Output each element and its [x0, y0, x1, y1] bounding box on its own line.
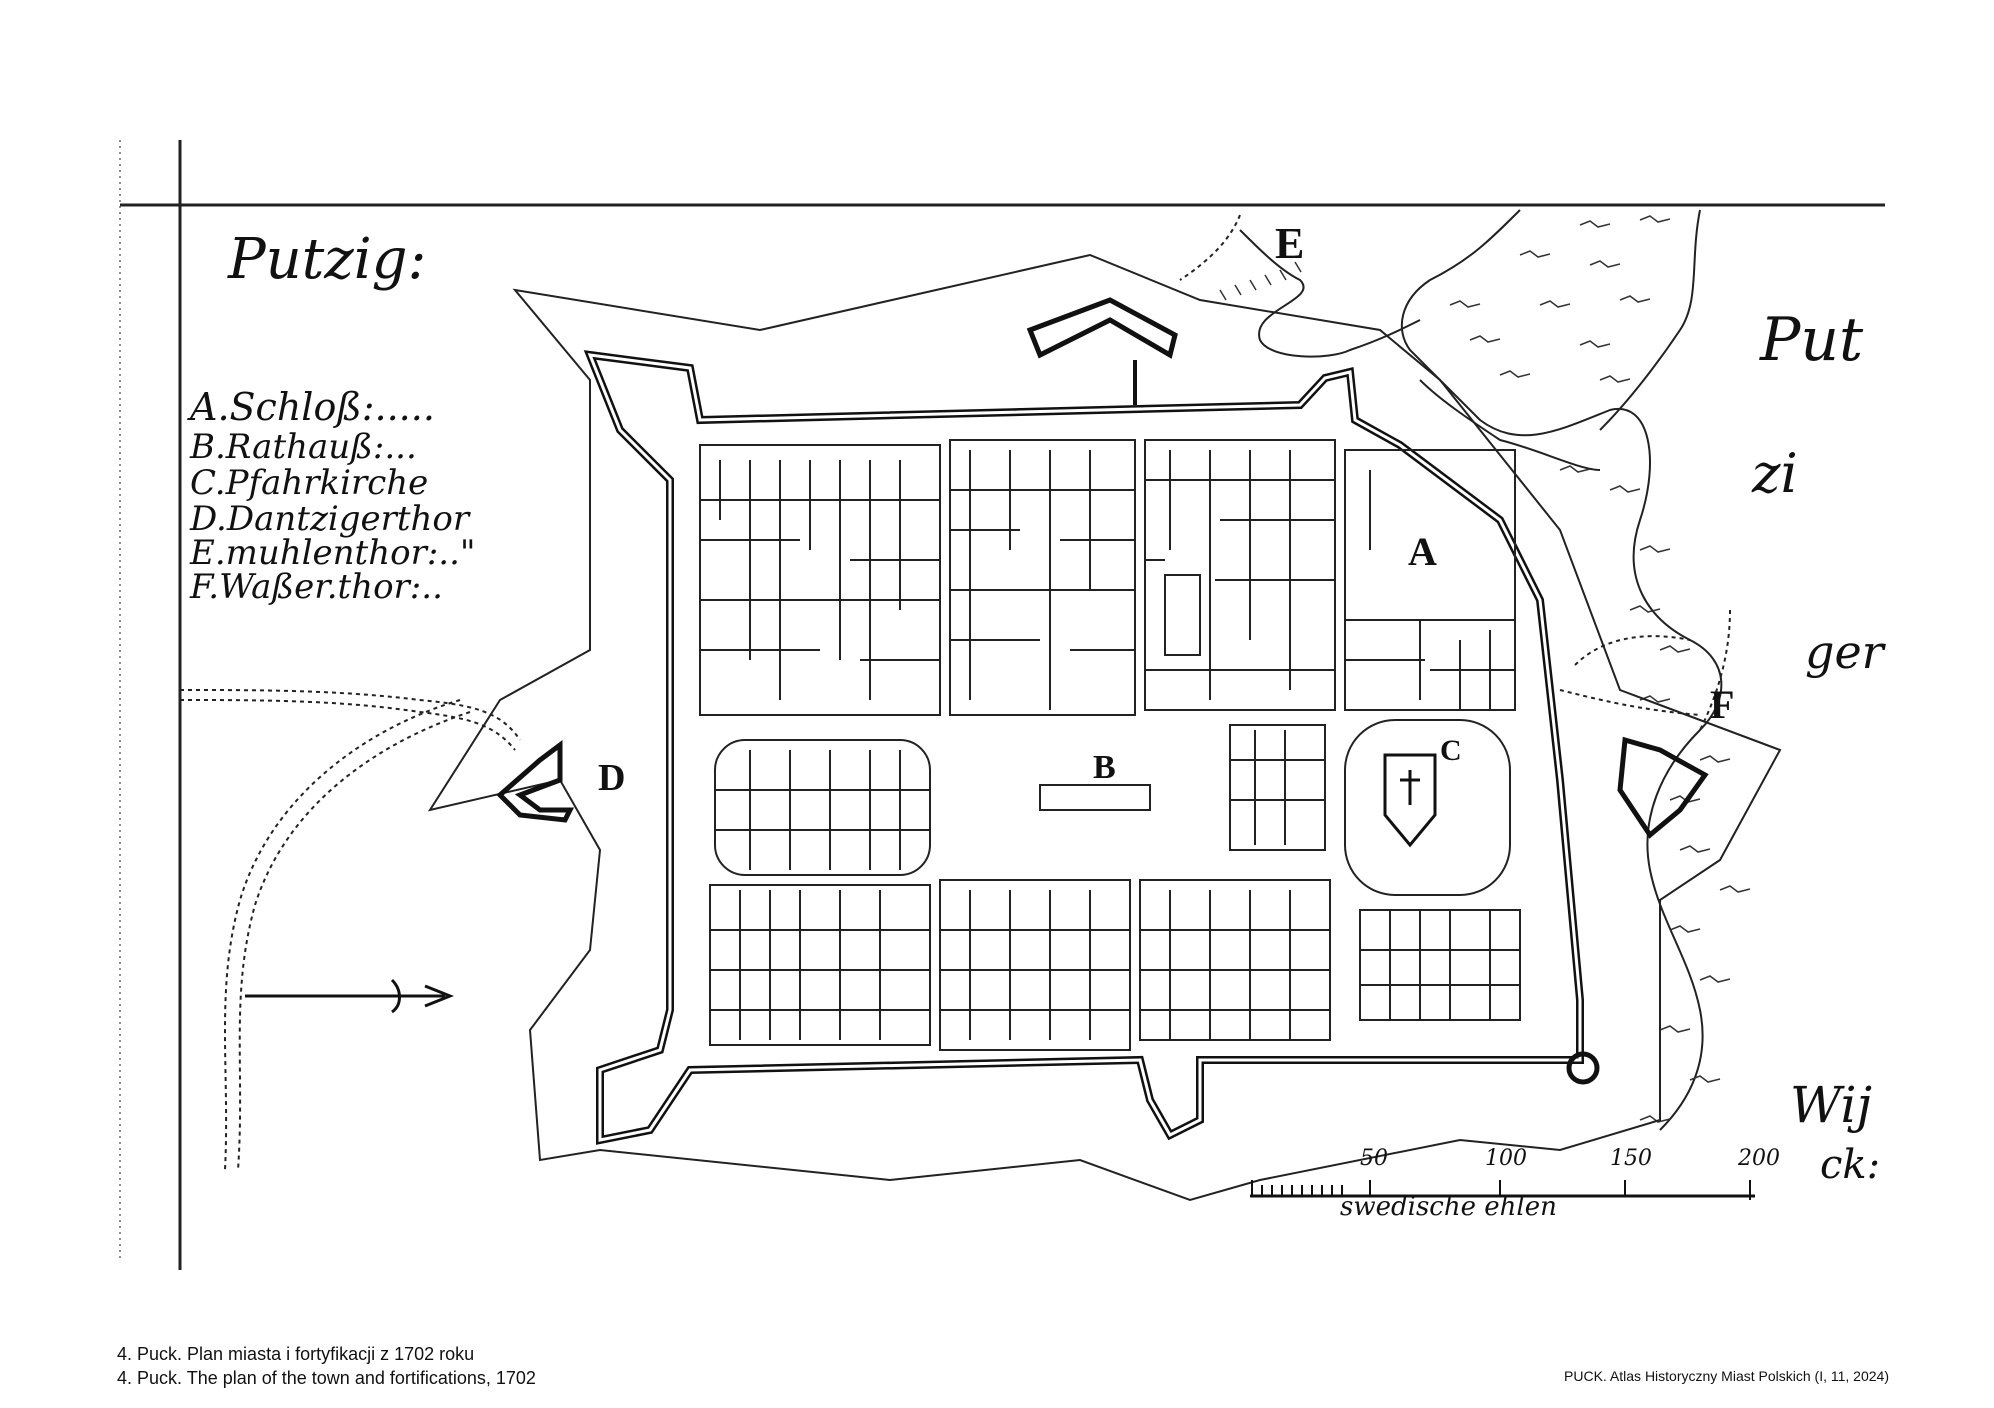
scale-unit: swedische ehlen	[1340, 1192, 1557, 1222]
legend-item-d: D.Dantzigerthor	[189, 499, 471, 539]
marsh-hatching	[1219, 215, 1751, 1123]
fortress-walls	[496, 297, 1709, 1145]
roads	[179, 214, 1731, 1171]
bay-water	[1239, 209, 1723, 1131]
scale-tick-200: 200	[1737, 1146, 1780, 1171]
scale-labels: 50 100 150 200 swedische ehlen	[1340, 1146, 1780, 1222]
bay-label: Put zi ger Wij ck:	[1751, 305, 1887, 1188]
marker-f: F	[1710, 682, 1734, 727]
map-legend: A.Schloß:..... B.Rathauß:... C.Pfahrkirc…	[187, 385, 476, 607]
bay-label-line-1: Put	[1759, 305, 1864, 375]
legend-item-e: E.muhlenthor:.."	[189, 533, 476, 573]
atlas-credit: PUCK. Atlas Historyczny Miast Polskich (…	[1564, 1368, 1889, 1384]
city-blocks	[699, 439, 1521, 1051]
orientation-arrow	[245, 978, 455, 1014]
marker-b: B	[1093, 749, 1116, 786]
scale-tick-50: 50	[1360, 1146, 1388, 1171]
caption-english: 4. Puck. The plan of the town and fortif…	[117, 1368, 536, 1388]
bay-label-line-2: zi	[1751, 442, 1798, 505]
scale-bar	[1250, 1180, 1755, 1200]
bay-label-line-3: ger	[1805, 625, 1887, 679]
bay-label-line-5: ck:	[1820, 1142, 1880, 1188]
legend-item-c: C.Pfahrkirche	[190, 463, 428, 503]
glacis-outline	[427, 253, 1782, 1202]
map-frame	[119, 140, 1885, 1270]
marker-a: A	[1408, 529, 1437, 574]
caption-polish: 4. Puck. Plan miasta i fortyfikacji z 17…	[117, 1344, 475, 1364]
legend-item-a: A.Schloß:.....	[187, 385, 435, 429]
map-markers: A B C D E F	[598, 219, 1734, 799]
church-symbol	[1383, 753, 1437, 848]
legend-item-b: B.Rathauß:...	[189, 427, 417, 467]
marker-c: C	[1440, 734, 1462, 767]
scale-tick-100: 100	[1485, 1146, 1527, 1171]
marker-d: D	[598, 757, 625, 799]
marker-e: E	[1275, 219, 1304, 268]
legend-item-f: F.Waßer.thor:..	[189, 567, 443, 607]
bay-label-line-4: Wij	[1790, 1076, 1872, 1134]
scale-tick-150: 150	[1610, 1146, 1652, 1171]
map-title: Putzig:	[227, 227, 426, 292]
